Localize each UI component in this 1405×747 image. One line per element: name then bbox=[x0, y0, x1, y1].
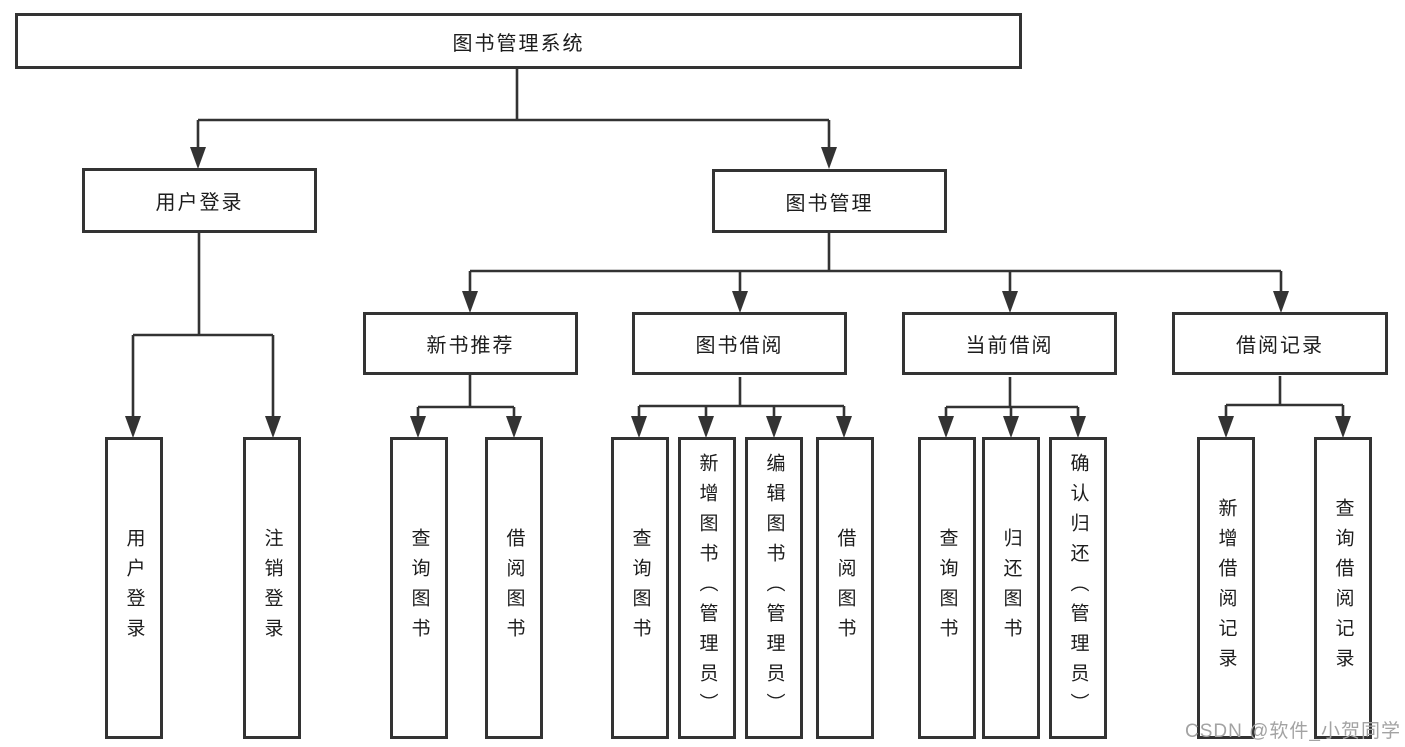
leaf-add-book-admin-label: 新增图书（管理员） bbox=[696, 453, 718, 723]
leaf-user-login-label: 用户登录 bbox=[123, 528, 145, 648]
leaf-add-borrow-record-label: 新增借阅记录 bbox=[1215, 498, 1237, 678]
leaf-borrow-query-book-label: 查询图书 bbox=[629, 528, 651, 648]
leaf-borrow-book: 借阅图书 bbox=[816, 437, 874, 739]
node-borrow-record-label: 借阅记录 bbox=[1236, 335, 1324, 357]
leaf-confirm-return-admin: 确认归还（管理员） bbox=[1049, 437, 1107, 739]
leaf-edit-book-admin: 编辑图书（管理员） bbox=[745, 437, 803, 739]
node-user-login: 用户登录 bbox=[82, 168, 317, 233]
leaf-current-query-book: 查询图书 bbox=[918, 437, 976, 739]
node-new-book-recommend-label: 新书推荐 bbox=[426, 335, 515, 357]
leaf-user-login: 用户登录 bbox=[105, 437, 163, 739]
leaf-confirm-return-admin-label: 确认归还（管理员） bbox=[1067, 453, 1089, 723]
leaf-borrow-book-label: 借阅图书 bbox=[834, 528, 856, 648]
leaf-query-borrow-record-label: 查询借阅记录 bbox=[1332, 498, 1354, 678]
leaf-return-book: 归还图书 bbox=[982, 437, 1040, 739]
node-library-system: 图书管理系统 bbox=[15, 13, 1022, 69]
leaf-return-book-label: 归还图书 bbox=[1000, 528, 1022, 648]
node-new-book-recommend: 新书推荐 bbox=[363, 312, 578, 375]
node-book-management-label: 图书管理 bbox=[785, 192, 874, 215]
leaf-recommend-query-book-label: 查询图书 bbox=[408, 528, 430, 648]
node-book-management: 图书管理 bbox=[712, 169, 947, 233]
node-borrow-record: 借阅记录 bbox=[1172, 312, 1388, 375]
leaf-borrow-query-book: 查询图书 bbox=[611, 437, 669, 739]
node-book-borrow: 图书借阅 bbox=[632, 312, 847, 375]
leaf-current-query-book-label: 查询图书 bbox=[936, 528, 958, 648]
leaf-edit-book-admin-label: 编辑图书（管理员） bbox=[763, 453, 785, 723]
leaf-add-borrow-record: 新增借阅记录 bbox=[1197, 437, 1255, 739]
leaf-add-book-admin: 新增图书（管理员） bbox=[678, 437, 736, 739]
node-current-borrow-label: 当前借阅 bbox=[965, 335, 1054, 357]
node-current-borrow: 当前借阅 bbox=[902, 312, 1117, 375]
leaf-recommend-borrow-book-label: 借阅图书 bbox=[503, 528, 525, 648]
node-library-system-label: 图书管理系统 bbox=[452, 32, 585, 55]
leaf-recommend-borrow-book: 借阅图书 bbox=[485, 437, 543, 739]
leaf-query-borrow-record: 查询借阅记录 bbox=[1314, 437, 1372, 739]
leaf-recommend-query-book: 查询图书 bbox=[390, 437, 448, 739]
node-book-borrow-label: 图书借阅 bbox=[695, 335, 784, 357]
csdn-watermark: CSDN @软件_小贺同学 bbox=[1185, 721, 1401, 742]
node-user-login-label: 用户登录 bbox=[155, 192, 244, 214]
leaf-logout: 注销登录 bbox=[243, 437, 301, 739]
leaf-logout-label: 注销登录 bbox=[261, 528, 283, 648]
